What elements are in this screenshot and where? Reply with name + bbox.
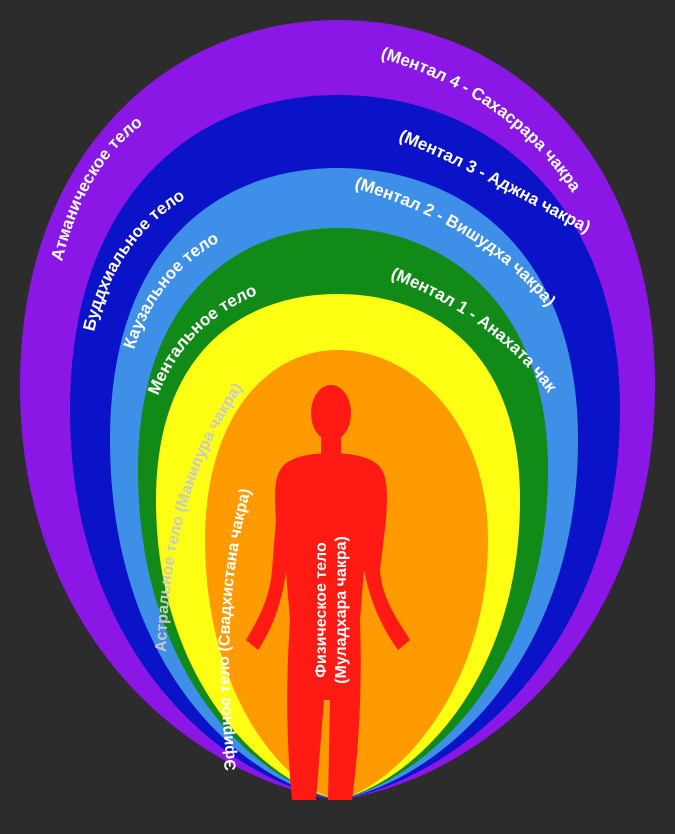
physical-label-line1: Физическое тело: [313, 542, 330, 678]
human-silhouette: [246, 385, 410, 800]
physical-label-line2: (Муладхара чакра): [333, 536, 350, 684]
